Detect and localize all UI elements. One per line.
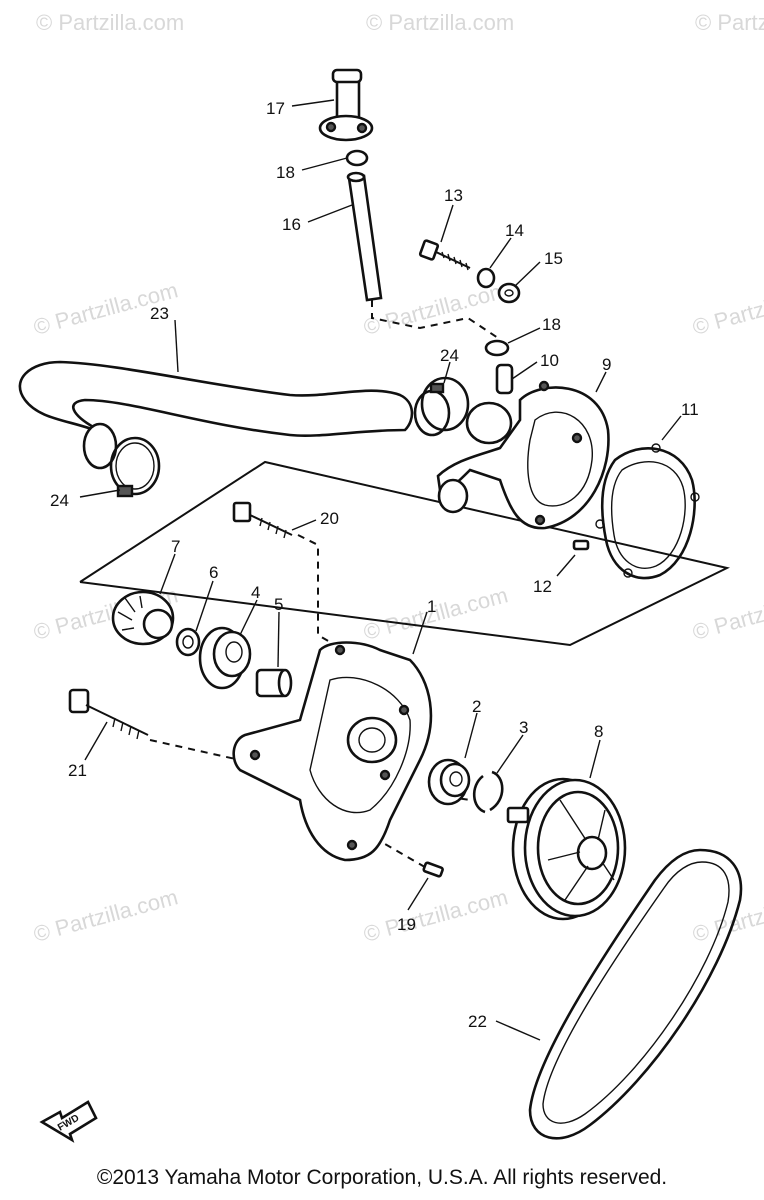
callout-16: 16 bbox=[282, 215, 301, 234]
watermark: © Partzilla.com bbox=[31, 884, 181, 947]
callout-19: 19 bbox=[397, 915, 416, 934]
part-21-bolt bbox=[68, 688, 149, 740]
part-8-pulley bbox=[506, 777, 627, 921]
callout-10: 10 bbox=[540, 351, 559, 370]
part-22-belt bbox=[528, 848, 743, 1140]
part-7-impeller bbox=[111, 590, 175, 646]
callout-3: 3 bbox=[519, 718, 528, 737]
callout-5: 5 bbox=[274, 595, 283, 614]
part-24-clamp bbox=[109, 436, 161, 498]
callout-7: 7 bbox=[171, 537, 180, 556]
part-11-gasket bbox=[595, 443, 700, 580]
copyright-notice: ©2013 Yamaha Motor Corporation, U.S.A. A… bbox=[96, 1166, 668, 1189]
callout-11: 11 bbox=[681, 400, 699, 419]
callout-9: 9 bbox=[602, 355, 611, 374]
part-10-fitting bbox=[495, 363, 514, 395]
fwd-arrow-icon: FWD bbox=[39, 1100, 98, 1143]
callout-4: 4 bbox=[251, 583, 260, 602]
callout-21: 21 bbox=[68, 761, 87, 780]
part-16-pipe bbox=[346, 171, 383, 302]
callout-12: 12 bbox=[533, 577, 552, 596]
watermark: © Partzilla.com bbox=[690, 582, 764, 645]
callout-labels: 1 2 3 4 5 6 7 8 9 10 11 12 13 14 15 16 1… bbox=[50, 99, 699, 1031]
callout-14: 14 bbox=[505, 221, 524, 240]
part-9-cover bbox=[436, 380, 610, 530]
part-15-washer bbox=[497, 282, 521, 304]
callout-2: 2 bbox=[472, 697, 481, 716]
watermark: © Partzilla.com bbox=[695, 10, 764, 35]
part-14-washer bbox=[476, 267, 496, 289]
part-4-seal bbox=[198, 626, 252, 690]
callout-15: 15 bbox=[544, 249, 563, 268]
callout-18: 18 bbox=[276, 163, 295, 182]
callout-24: 24 bbox=[440, 346, 459, 365]
leader-lines bbox=[79, 99, 682, 1041]
part-6-seal bbox=[175, 627, 201, 657]
part-18-o-ring bbox=[484, 339, 510, 357]
part-5-bushing bbox=[255, 668, 293, 698]
callout-17: 17 bbox=[266, 99, 285, 118]
watermark: © Partzilla.com bbox=[690, 277, 764, 340]
part-2-bearing bbox=[427, 758, 471, 806]
part-20-bolt bbox=[232, 501, 293, 539]
callout-18: 18 bbox=[542, 315, 561, 334]
part-18-o-ring bbox=[345, 149, 369, 167]
callout-23: 23 bbox=[150, 304, 169, 323]
part-12-pin bbox=[572, 539, 590, 551]
callout-13: 13 bbox=[444, 186, 463, 205]
callout-22: 22 bbox=[468, 1012, 487, 1031]
callout-24: 24 bbox=[50, 491, 69, 510]
part-3-circlip bbox=[472, 770, 504, 814]
watermark: © Partzilla.com bbox=[366, 10, 514, 35]
callout-8: 8 bbox=[594, 722, 603, 741]
part-19-pin bbox=[422, 861, 444, 878]
part-1-housing bbox=[232, 641, 433, 862]
callout-6: 6 bbox=[209, 563, 218, 582]
callout-20: 20 bbox=[320, 509, 339, 528]
watermark: © Partzilla.com bbox=[36, 10, 184, 35]
watermark: © Partzilla.com bbox=[361, 884, 511, 947]
part-23-hose bbox=[18, 360, 451, 470]
callout-1: 1 bbox=[427, 597, 436, 616]
part-13-bolt bbox=[418, 239, 471, 271]
part-17-fitting bbox=[318, 68, 374, 142]
